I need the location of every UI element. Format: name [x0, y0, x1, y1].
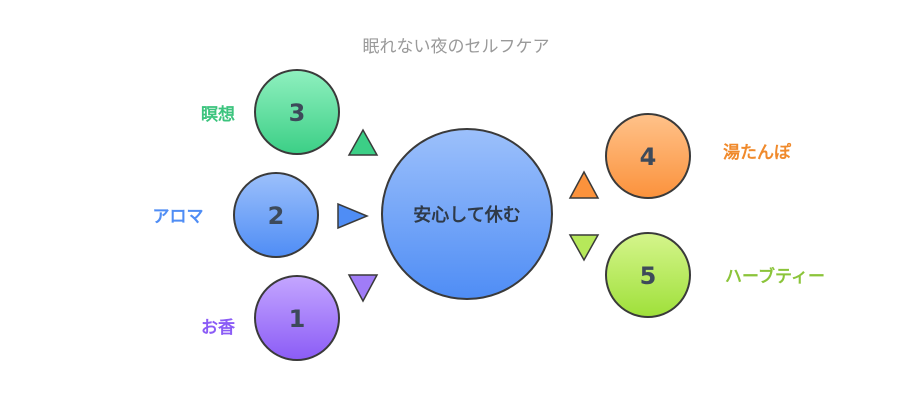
node-3-circle — [254, 69, 340, 155]
node-2-circle — [233, 172, 319, 258]
node-3: 3 瞑想 — [201, 69, 340, 155]
arrow-3-up-triangle — [347, 128, 379, 156]
node-2-label: アロマ — [153, 207, 204, 227]
node-5-circle — [605, 232, 691, 318]
node-1-circle — [254, 275, 340, 361]
node-3-label: 瞑想 — [201, 104, 235, 125]
node-2: 2 アロマ — [153, 172, 319, 258]
center-label: 安心して休む — [413, 204, 520, 226]
node-2-number: 2 — [268, 202, 285, 230]
arrow-2-right-triangle — [337, 202, 369, 230]
arrow-5-down-triangle — [568, 234, 600, 262]
center-node: 安心して休む — [381, 128, 553, 300]
arrow-4-up-triangle — [568, 170, 600, 199]
node-4-number: 4 — [640, 143, 657, 171]
node-4-circle — [605, 113, 691, 199]
diagram-title: 眠れない夜のセルフケア — [363, 37, 550, 57]
arrow-1-down-triangle — [347, 274, 379, 303]
node-4-label: 湯たんぽ — [723, 142, 792, 163]
node-5-label: ハーブティー — [725, 266, 825, 287]
node-3-number: 3 — [289, 99, 306, 127]
node-5-number: 5 — [640, 262, 657, 290]
node-5: 5 ハーブティー — [605, 232, 825, 318]
node-1-number: 1 — [289, 305, 306, 333]
node-1: 1 お香 — [201, 275, 340, 361]
center-circle — [381, 128, 553, 300]
node-1-label: お香 — [201, 318, 235, 338]
node-4: 4 湯たんぽ — [605, 113, 792, 199]
